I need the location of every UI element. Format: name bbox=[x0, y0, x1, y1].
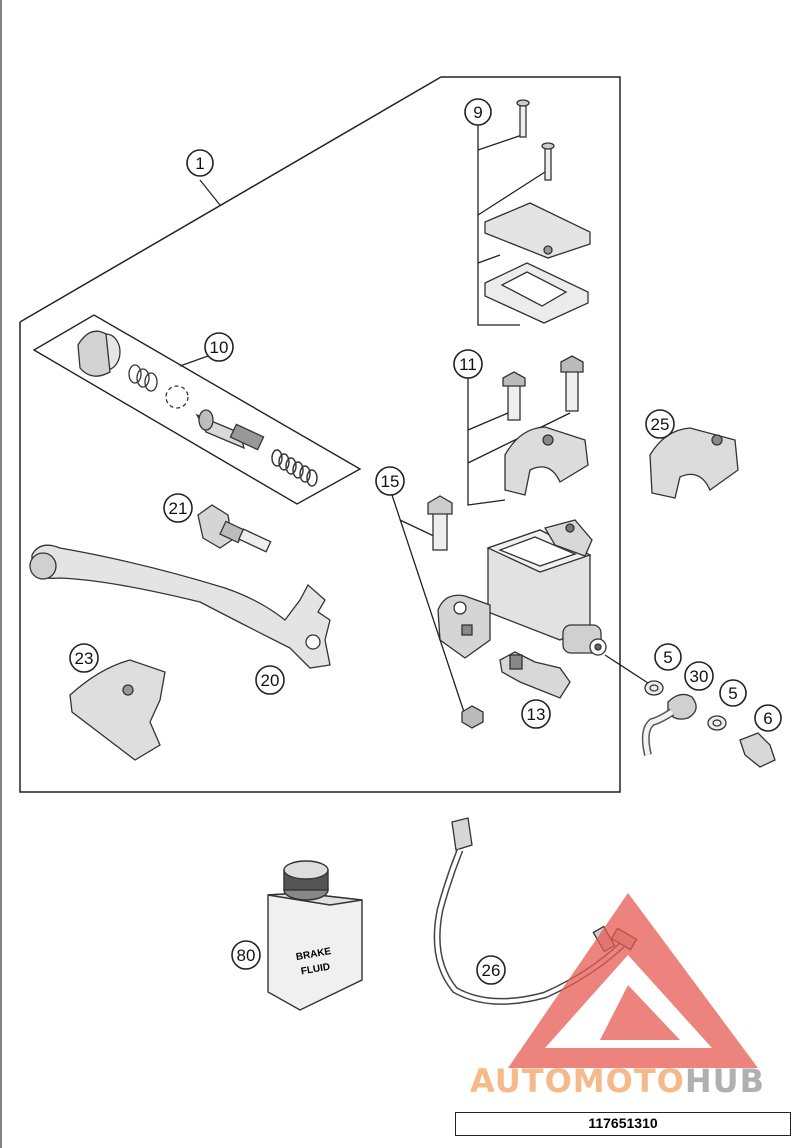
piston-seal-kit bbox=[77, 330, 318, 487]
svg-text:80: 80 bbox=[237, 946, 256, 965]
svg-text:9: 9 bbox=[473, 103, 482, 122]
reservoir-cover-parts bbox=[477, 99, 591, 326]
repair-kit-outline bbox=[32, 314, 362, 505]
wordmark-part1: AUTOMOTO bbox=[470, 1062, 685, 1100]
svg-text:26: 26 bbox=[482, 961, 501, 980]
svg-text:25: 25 bbox=[651, 415, 670, 434]
svg-text:21: 21 bbox=[169, 499, 188, 518]
svg-text:20: 20 bbox=[261, 671, 280, 690]
callout-15: 15 bbox=[375, 466, 405, 496]
watermark-logo-mark bbox=[508, 893, 758, 1068]
callout-80: 80 bbox=[231, 940, 261, 970]
svg-text:6: 6 bbox=[763, 709, 772, 728]
svg-text:5: 5 bbox=[728, 684, 737, 703]
svg-text:5: 5 bbox=[663, 648, 672, 667]
callout-30: 30 bbox=[684, 661, 714, 691]
handlebar-clamp-parts bbox=[467, 355, 589, 506]
callout-25: 25 bbox=[645, 409, 675, 439]
callout-9: 9 bbox=[464, 98, 492, 126]
callout-10: 10 bbox=[204, 332, 234, 362]
svg-text:23: 23 bbox=[75, 649, 94, 668]
wordmark-part2: HUB bbox=[684, 1062, 766, 1100]
svg-text:10: 10 bbox=[210, 338, 229, 357]
callout-21: 21 bbox=[163, 493, 193, 523]
lever-pivot-bolt bbox=[391, 494, 484, 729]
lever-protector bbox=[69, 659, 166, 761]
callout-5b: 5 bbox=[719, 679, 747, 707]
spare-clamp bbox=[649, 427, 739, 499]
svg-text:15: 15 bbox=[381, 472, 400, 491]
brake-light-switch bbox=[499, 651, 571, 699]
adjuster-screw bbox=[197, 504, 272, 553]
hose-fittings bbox=[604, 654, 776, 768]
svg-text:1: 1 bbox=[195, 154, 204, 173]
callout-1: 1 bbox=[186, 149, 214, 177]
svg-text:13: 13 bbox=[527, 705, 546, 724]
brake-lever bbox=[29, 544, 331, 669]
kit-outline bbox=[19, 76, 621, 793]
jar-label-line2: FLUID bbox=[300, 962, 331, 978]
callout-13: 13 bbox=[521, 699, 551, 729]
master-cylinder bbox=[437, 519, 607, 659]
callout-5a: 5 bbox=[654, 643, 682, 671]
callout-23: 23 bbox=[69, 643, 99, 673]
part-number-box: 117651310 bbox=[455, 1112, 791, 1136]
callout-20: 20 bbox=[255, 665, 285, 695]
part-number: 117651310 bbox=[588, 1115, 658, 1131]
svg-text:11: 11 bbox=[459, 355, 477, 374]
callout-26: 26 bbox=[476, 955, 506, 985]
brake-fluid-jar bbox=[267, 860, 363, 1011]
callout-6: 6 bbox=[754, 704, 782, 732]
watermark-wordmark: AUTOMOTOHUB bbox=[470, 1062, 765, 1100]
svg-text:30: 30 bbox=[690, 667, 709, 686]
callout-11: 11 bbox=[453, 349, 483, 379]
